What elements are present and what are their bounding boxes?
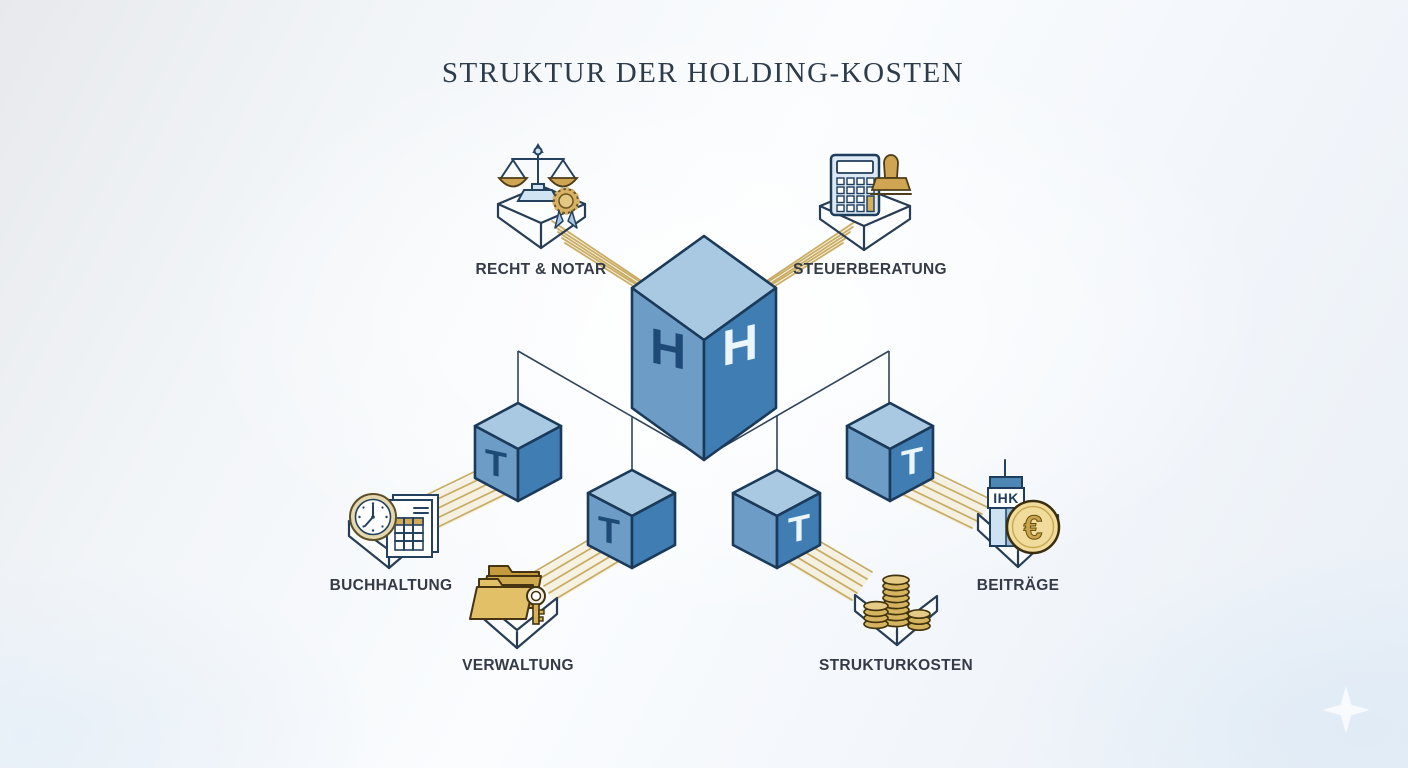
subsidiary-cube-1: T <box>473 401 563 503</box>
holding-cube: H H <box>630 234 778 462</box>
page-title: STRUKTUR DER HOLDING-KOSTEN <box>441 57 965 89</box>
holding-letter-right: H <box>722 312 758 377</box>
node-label-buchhaltung: BUCHHALTUNG <box>329 577 453 594</box>
node-label-steuerberatung: STEUERBERATUNG <box>793 261 947 278</box>
node-label-strukturkosten: STRUKTURKOSTEN <box>818 657 974 674</box>
node-label-recht-notar: RECHT & NOTAR <box>475 261 607 278</box>
node-label-beitraege: BEITRÄGE <box>976 577 1060 594</box>
subsidiary-letter: T <box>485 441 507 486</box>
subsidiary-letter: T <box>598 508 620 553</box>
euro-symbol: € <box>1024 509 1043 547</box>
holding-letter-left: H <box>650 317 686 381</box>
scales-certificate-icon <box>497 142 580 229</box>
ray-bundle-beitraege <box>897 469 993 530</box>
subsidiary-cube-2: T <box>586 468 677 570</box>
subsidiary-cube-3: T <box>731 468 822 570</box>
calculator-stamp-icon <box>829 153 912 217</box>
coin-stacks-icon <box>863 574 931 632</box>
subsidiary-letter: T <box>901 439 923 485</box>
folder-key-icon <box>469 565 546 625</box>
subsidiary-letter: T <box>788 506 810 552</box>
ray-bundle-verwaltung <box>533 537 625 602</box>
node-label-verwaltung: VERWALTUNG <box>462 657 574 674</box>
ray-bundle-strukturkosten <box>781 537 873 602</box>
ihk-label: IHK <box>993 490 1019 506</box>
clock-documents-icon <box>349 493 439 558</box>
subsidiary-cube-4: T <box>845 401 935 503</box>
ihk-tower-euro-coin-icon: IHK € <box>987 459 1061 555</box>
